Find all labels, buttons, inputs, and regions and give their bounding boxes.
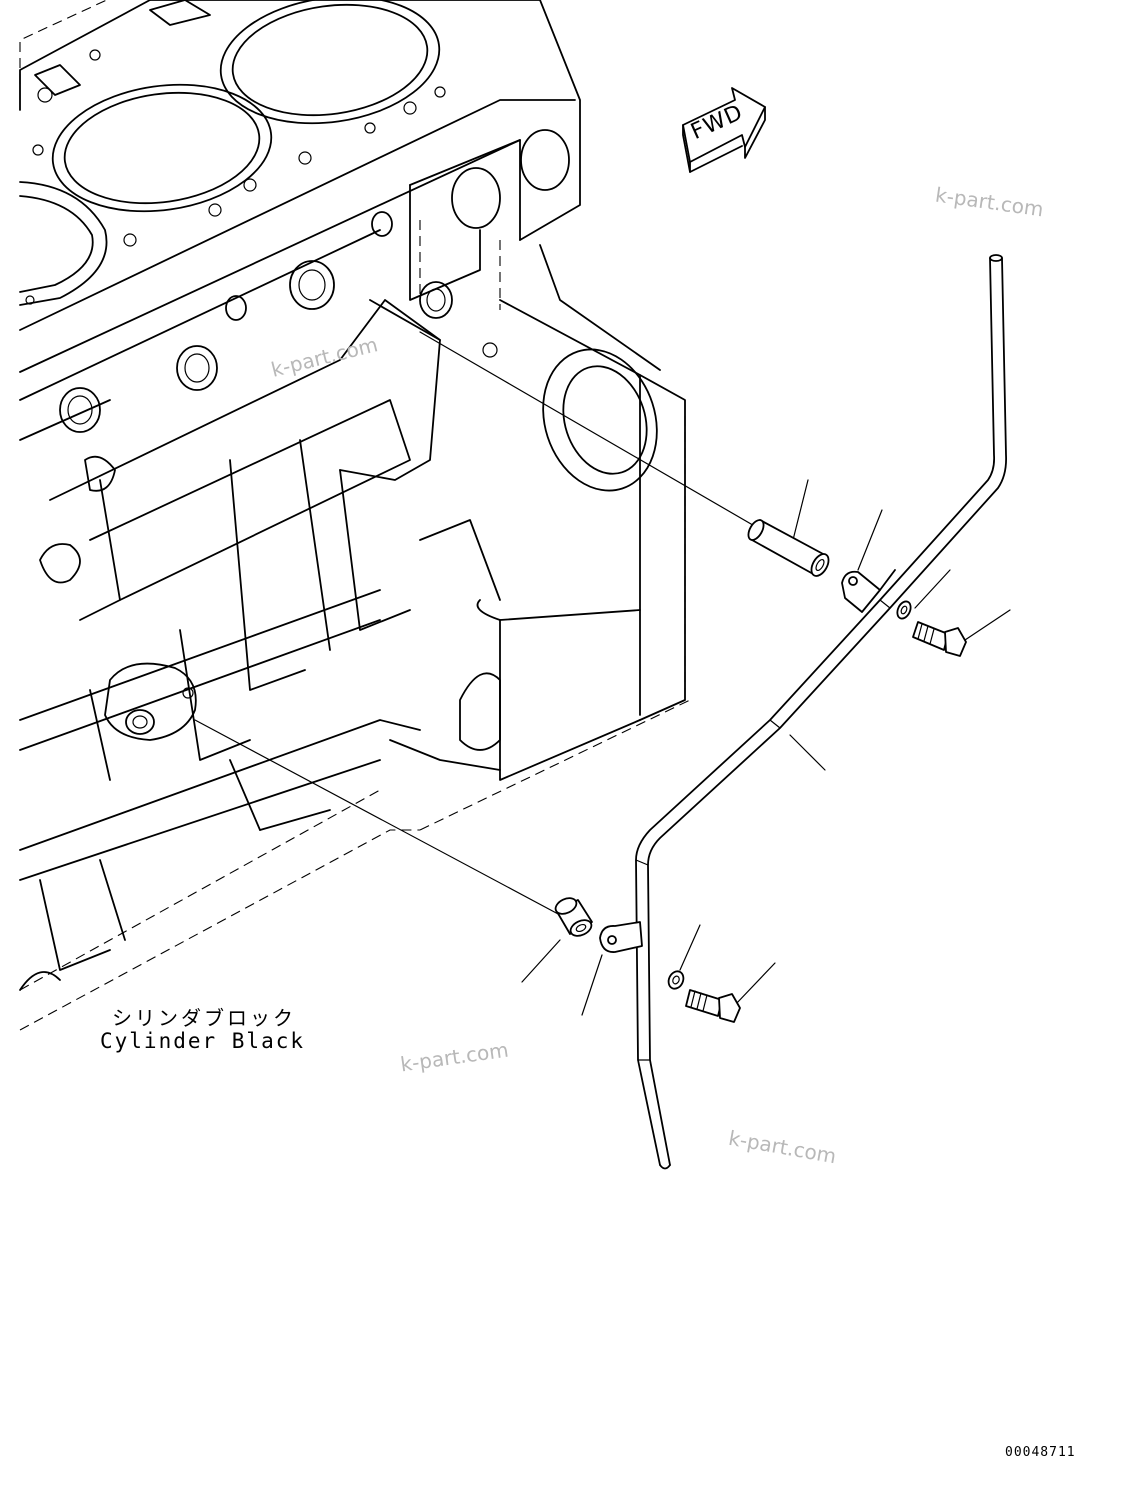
- cylinder-block: [19, 0, 691, 1031]
- upper-sleeve-part: [747, 519, 830, 577]
- lower-sleeve-part: [554, 897, 593, 937]
- lower-washer: [667, 970, 685, 990]
- upper-washer: [896, 600, 912, 620]
- lower-bolt: [685, 989, 741, 1023]
- upper-bracket: [841, 569, 896, 613]
- drawing-number: 00048711: [1005, 1445, 1076, 1460]
- lower-bracket: [599, 921, 643, 953]
- cylinder-block-label-jp: シリンダブロック: [112, 1006, 296, 1030]
- assembly-leader-lines: [194, 331, 1011, 1016]
- upper-bolt: [912, 621, 967, 657]
- fwd-arrow-icon: [682, 87, 766, 173]
- dipstick-guide-tube: [635, 254, 1007, 1170]
- cylinder-block-label-en: Cylinder Black: [100, 1029, 306, 1053]
